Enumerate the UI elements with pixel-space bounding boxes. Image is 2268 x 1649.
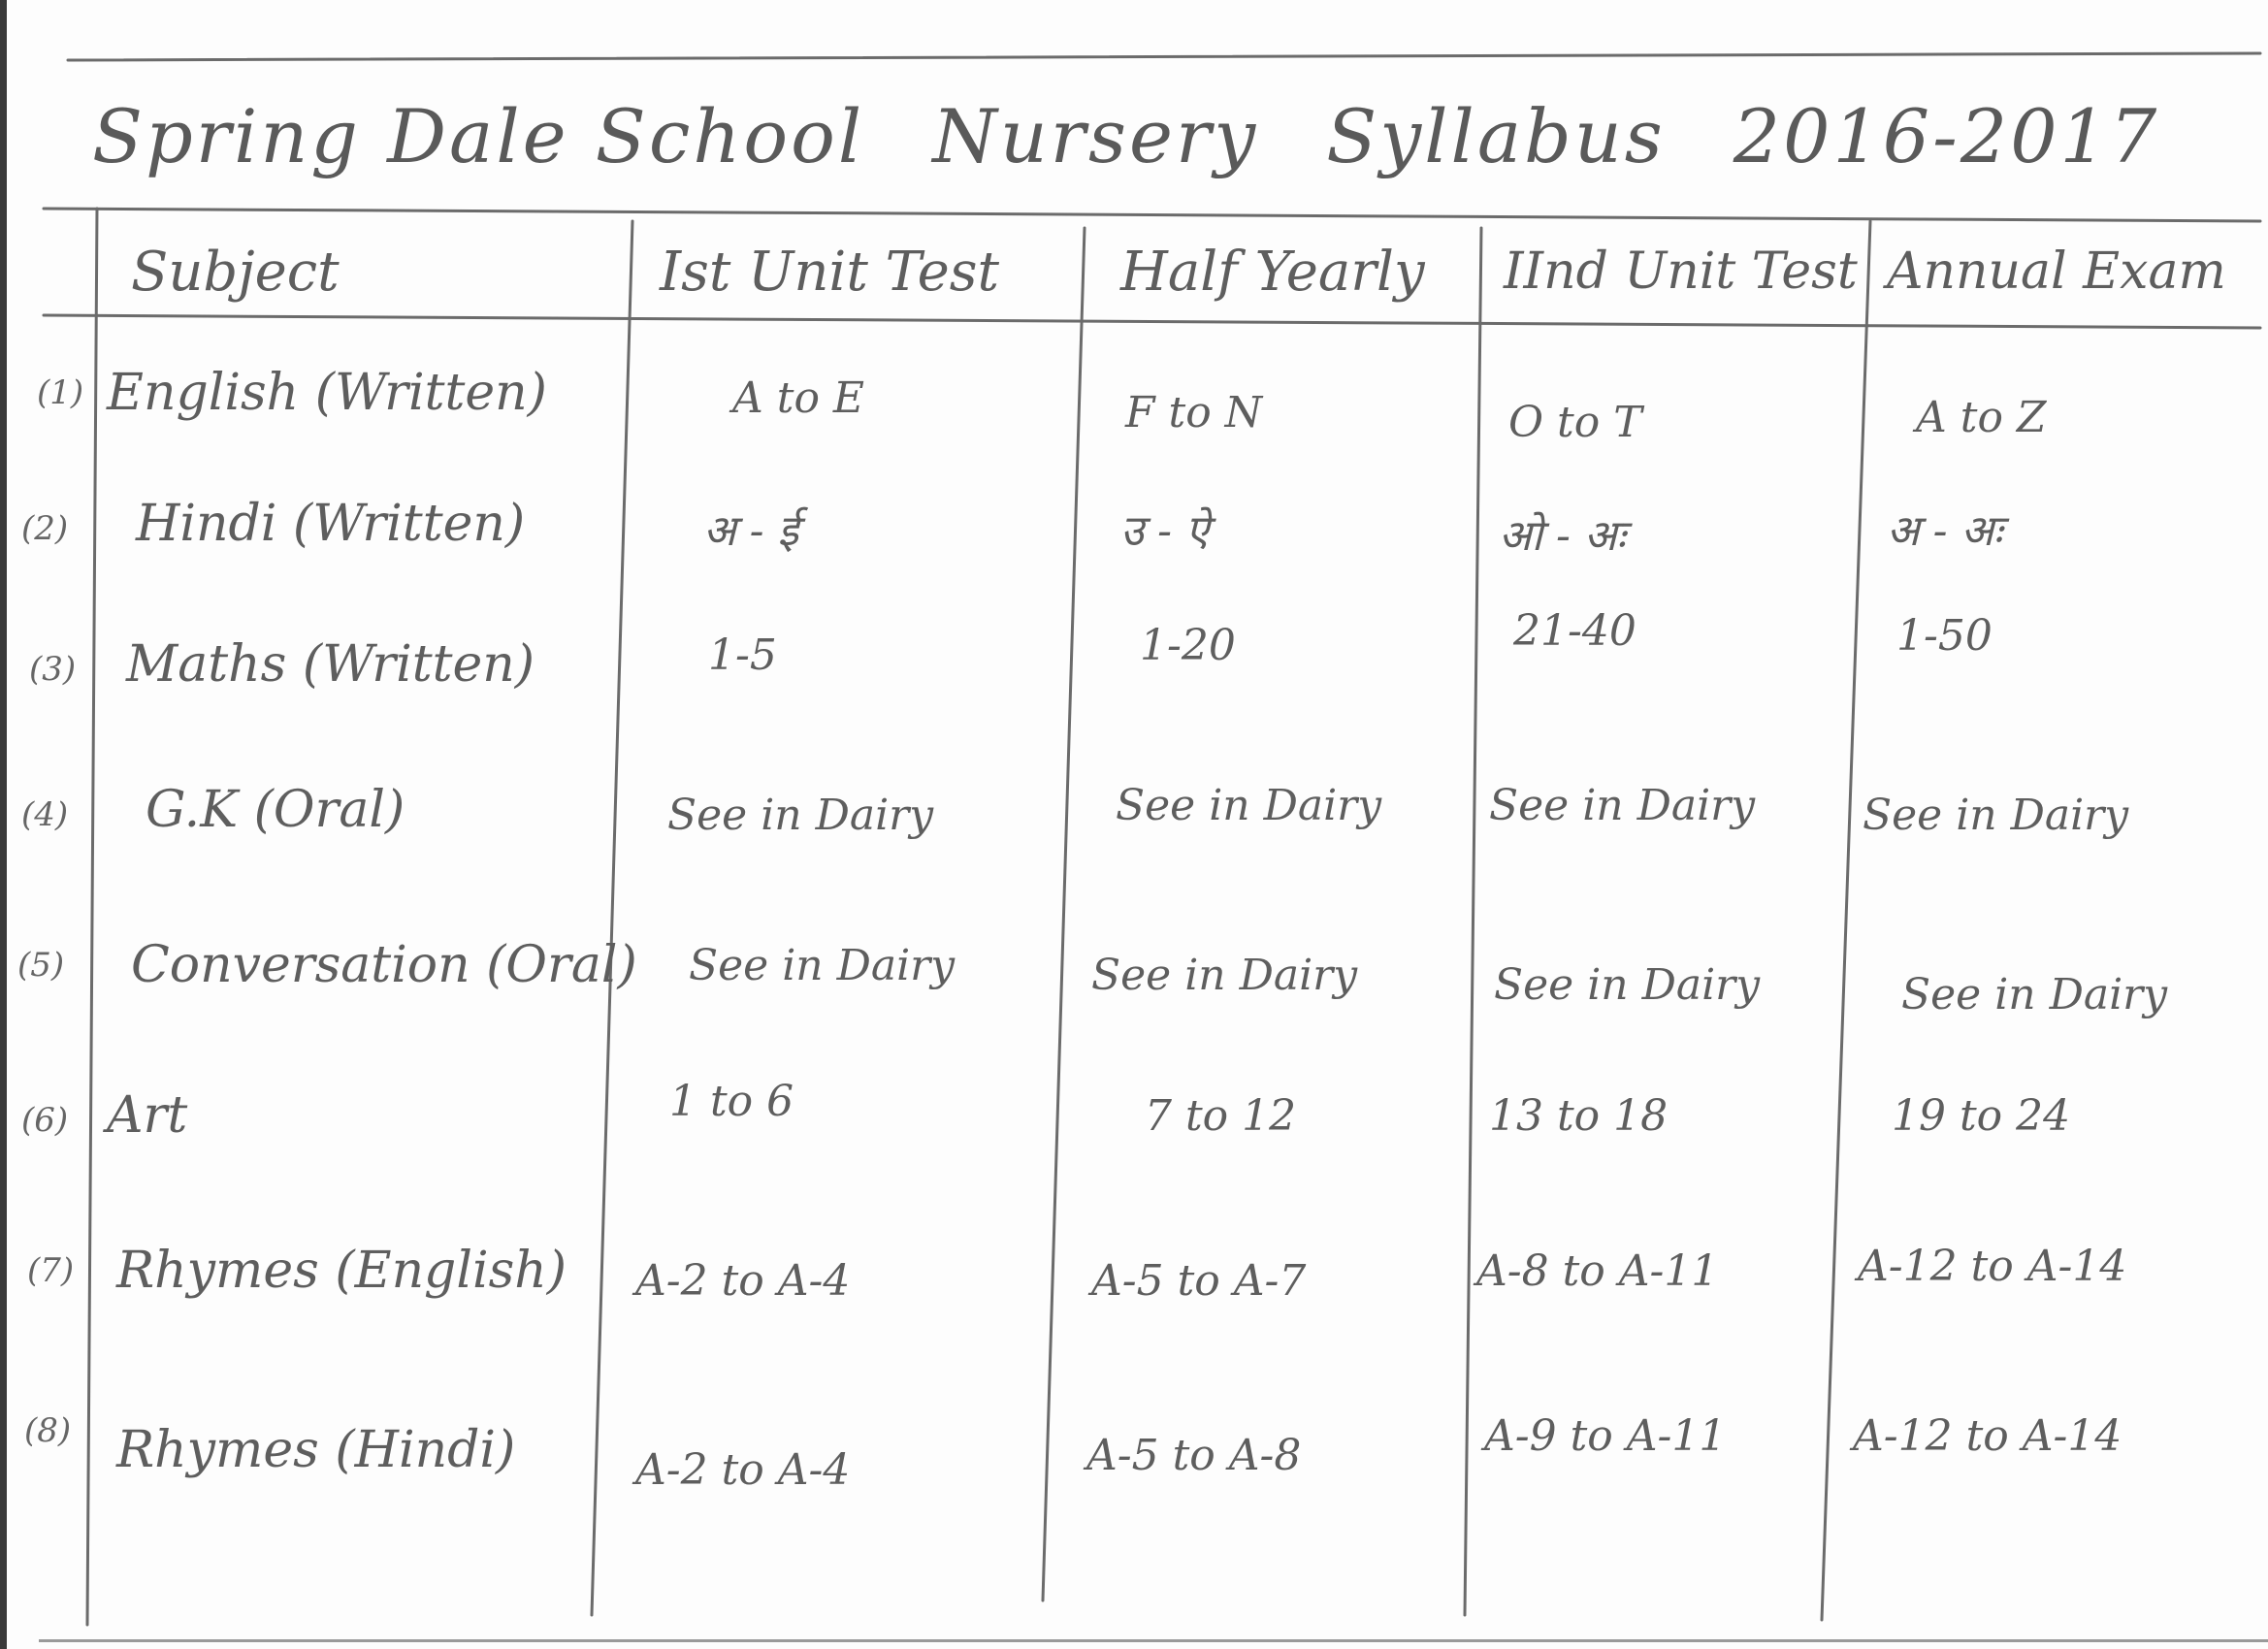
cell-r3-c3: 21-40 xyxy=(1513,605,1636,656)
cell-r1-c3: O to T xyxy=(1508,397,1642,447)
subject-art: Art xyxy=(107,1086,188,1145)
title-bottom-line xyxy=(42,207,2262,223)
cell-r2-c4: अ - अः xyxy=(1887,506,2002,556)
row-number: (8) xyxy=(24,1411,72,1450)
subject-english-written: English (Written) xyxy=(107,364,547,422)
cell-r6-c4: 19 to 24 xyxy=(1892,1090,2071,1141)
cell-r4-c3: See in Dairy xyxy=(1489,780,1756,830)
cell-r8-c3: A-9 to A-11 xyxy=(1484,1410,1727,1461)
cell-r2-c2: उ - ऐ xyxy=(1120,506,1210,556)
syllabus-label: Syllabus xyxy=(1326,92,1666,179)
subject-column-line xyxy=(85,207,99,1627)
column-line-4 xyxy=(1820,219,1872,1622)
cell-r5-c3: See in Dairy xyxy=(1494,959,1761,1010)
subject-conversation-oral: Conversation (Oral) xyxy=(131,936,637,994)
cell-r6-c2: 7 to 12 xyxy=(1145,1090,1297,1141)
cell-r3-c2: 1-20 xyxy=(1140,620,1236,670)
subject-gk-oral: G.K (Oral) xyxy=(146,781,405,839)
header-half-yearly: Half Yearly xyxy=(1120,240,1425,304)
cell-r4-c2: See in Dairy xyxy=(1116,780,1382,830)
header-annual-exam: Annual Exam xyxy=(1887,242,2226,301)
cell-r6-c1: 1 to 6 xyxy=(669,1076,794,1126)
column-line-1 xyxy=(590,219,634,1617)
page-title: Spring Dale School Nursery Syllabus 2016… xyxy=(92,82,2255,189)
cell-r1-c1: A to E xyxy=(732,372,865,423)
header-subject: Subject xyxy=(131,240,340,304)
cell-r2-c3: ओ - अः xyxy=(1499,511,1626,561)
cell-r5-c2: See in Dairy xyxy=(1091,950,1358,1000)
row-number: (5) xyxy=(17,946,65,985)
cell-r7-c2: A-5 to A-7 xyxy=(1091,1255,1307,1306)
cell-r3-c4: 1-50 xyxy=(1896,610,1993,661)
row-number: (2) xyxy=(21,509,69,548)
header-bottom-line xyxy=(42,313,2262,330)
cell-r7-c3: A-8 to A-11 xyxy=(1476,1245,1719,1296)
row-number: (7) xyxy=(27,1251,75,1290)
bottom-border xyxy=(39,1639,2268,1642)
cell-r1-c2: F to N xyxy=(1125,387,1263,437)
school-name: Spring Dale School xyxy=(92,92,865,179)
row-number: (6) xyxy=(21,1101,69,1140)
cell-r5-c1: See in Dairy xyxy=(689,940,956,990)
column-line-3 xyxy=(1463,226,1483,1617)
row-number: (4) xyxy=(21,795,69,834)
row-number: (1) xyxy=(37,373,84,412)
title-top-line xyxy=(66,51,2262,62)
subject-hindi-written: Hindi (Written) xyxy=(136,495,526,553)
cell-r2-c1: अ - ई xyxy=(703,506,799,556)
column-line-2 xyxy=(1041,226,1086,1602)
cell-r8-c1: A-2 to A-4 xyxy=(635,1444,851,1495)
cell-r6-c3: 13 to 18 xyxy=(1489,1090,1669,1141)
cell-r8-c4: A-12 to A-14 xyxy=(1853,1410,2122,1461)
header-first-unit-test: Ist Unit Test xyxy=(660,240,1000,304)
cell-r8-c2: A-5 to A-8 xyxy=(1086,1430,1302,1480)
row-number: (3) xyxy=(29,650,77,689)
session-year: 2016-2017 xyxy=(1733,92,2160,179)
subject-maths-written: Maths (Written) xyxy=(126,635,535,694)
cell-r4-c4: See in Dairy xyxy=(1863,790,2129,840)
subject-rhymes-english: Rhymes (English) xyxy=(116,1242,567,1300)
cell-r7-c4: A-12 to A-14 xyxy=(1858,1241,2127,1291)
class-name: Nursery xyxy=(932,92,1259,179)
scan-edge xyxy=(0,0,7,1649)
header-second-unit-test: IInd Unit Test xyxy=(1504,242,1858,301)
cell-r5-c4: See in Dairy xyxy=(1901,969,2168,1019)
cell-r1-c4: A to Z xyxy=(1916,392,2047,442)
subject-rhymes-hindi: Rhymes (Hindi) xyxy=(116,1421,516,1479)
cell-r3-c1: 1-5 xyxy=(708,630,777,680)
cell-r7-c1: A-2 to A-4 xyxy=(635,1255,851,1306)
cell-r4-c1: See in Dairy xyxy=(667,790,934,840)
